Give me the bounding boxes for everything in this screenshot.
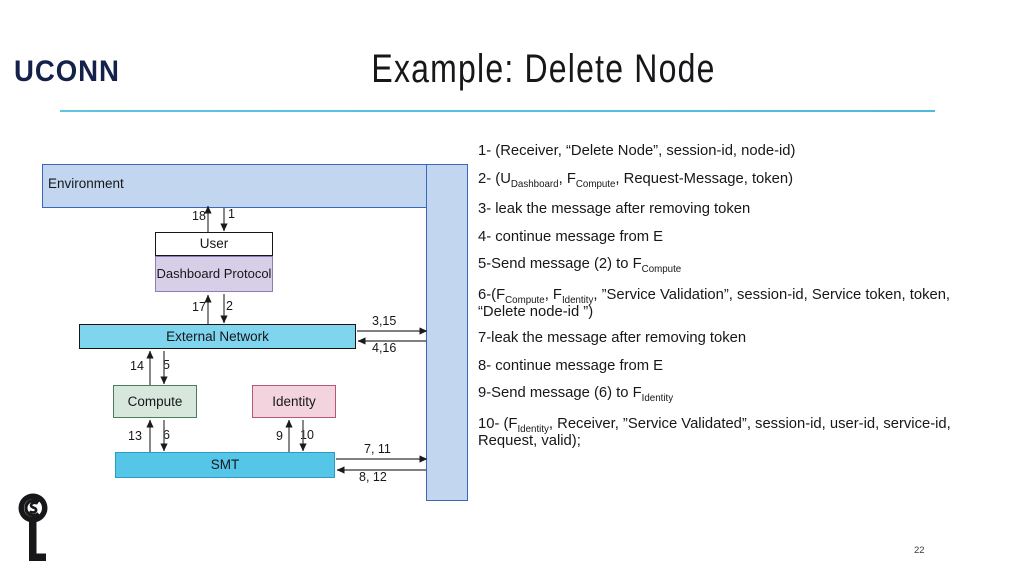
node-dashboard-protocol: Dashboard Protocol — [155, 256, 273, 292]
step-item-5: 5-Send message (2) to FCompute — [478, 256, 998, 276]
step-item-3: 3- leak the message after removing token — [478, 200, 998, 218]
arrow-label-6: 6 — [163, 428, 170, 442]
node-smt: SMT — [115, 452, 335, 478]
step-6-part-c: , ”Service Validation”, session-id, Serv… — [478, 286, 951, 321]
step-10-sub-identity: Identity — [517, 423, 549, 435]
step-item-1: 1- (Receiver, “Delete Node”, session-id,… — [478, 143, 998, 160]
page-title: Example: Delete Node — [371, 47, 716, 91]
message-sequence-list: 1- (Receiver, “Delete Node”, session-id,… — [478, 143, 998, 460]
cs-key-logo — [18, 493, 48, 561]
arrow-label-2: 2 — [226, 299, 233, 313]
step-8-text: 8- continue message from E — [478, 357, 664, 374]
node-compute: Compute — [113, 385, 197, 418]
arrow-label-10: 10 — [300, 428, 314, 442]
arrow-label-17: 17 — [192, 300, 206, 314]
environment-region-right — [426, 164, 468, 501]
arrow-label-3-15: 3,15 — [372, 314, 397, 328]
arrow-label-1: 1 — [228, 207, 235, 221]
step-9-sub-identity: Identity — [641, 393, 674, 405]
step-6-sub-identity: Identity — [561, 294, 594, 306]
step-5-part-a: 5-Send message (2) to F — [478, 256, 642, 273]
step-9-part-a: 9-Send message (6) to F — [478, 385, 642, 402]
step-2-part-a: 2- (U — [478, 170, 511, 187]
step-3-text: 3- leak the message after removing token — [478, 200, 751, 217]
step-2-sub-dashboard: Dashboard — [510, 178, 559, 190]
uconn-logo: UCONN — [14, 55, 120, 88]
node-external-network: External Network — [79, 324, 356, 349]
step-4-text: 4- continue message from E — [478, 228, 664, 245]
environment-region-seam — [427, 166, 441, 206]
step-2-part-c: , Request-Message, token) — [615, 170, 794, 187]
step-1-text: 1- (Receiver, “Delete Node”, session-id,… — [478, 143, 796, 159]
page-number: 22 — [914, 545, 925, 556]
architecture-diagram: Environment User Dashboard Protocol Exte… — [0, 0, 470, 576]
step-10-part-a: 10- (F — [478, 415, 518, 432]
step-item-10: 10- (FIdentity, Receiver, ”Service Valid… — [478, 415, 998, 450]
node-user: User — [155, 232, 273, 256]
arrow-label-14: 14 — [130, 359, 144, 373]
step-10-part-b: , Receiver, ”Service Validated”, session… — [478, 415, 951, 450]
step-item-7: 7-leak the message after removing token — [478, 330, 998, 347]
step-5-sub-compute: Compute — [641, 264, 682, 276]
arrow-label-5: 5 — [163, 358, 170, 372]
title-divider — [60, 110, 935, 112]
arrow-label-18: 18 — [192, 209, 206, 223]
arrow-label-7-11: 7, 11 — [364, 442, 391, 456]
step-item-6: 6-(FCompute, FIdentity, ”Service Validat… — [478, 286, 998, 321]
step-item-9: 9-Send message (6) to FIdentity — [478, 386, 998, 404]
step-7-text: 7-leak the message after removing token — [478, 330, 747, 347]
step-2-sub-compute: Compute — [575, 178, 616, 190]
step-item-2: 2- (UDashboard, FCompute, Request-Messag… — [478, 170, 998, 190]
step-2-part-b: , F — [558, 170, 576, 187]
node-identity: Identity — [252, 385, 336, 418]
step-6-part-a: 6-(F — [478, 286, 506, 303]
arrow-label-9: 9 — [276, 429, 283, 443]
step-6-part-b: , F — [544, 286, 562, 303]
arrow-label-8-12: 8, 12 — [359, 470, 387, 484]
environment-label: Environment — [48, 176, 124, 191]
arrow-label-13: 13 — [128, 429, 142, 443]
environment-region-top — [42, 164, 442, 208]
step-6-sub-compute: Compute — [505, 294, 545, 306]
step-item-8: 8- continue message from E — [478, 357, 998, 375]
arrow-label-4-16: 4,16 — [372, 341, 397, 355]
step-item-4: 4- continue message from E — [478, 228, 998, 246]
